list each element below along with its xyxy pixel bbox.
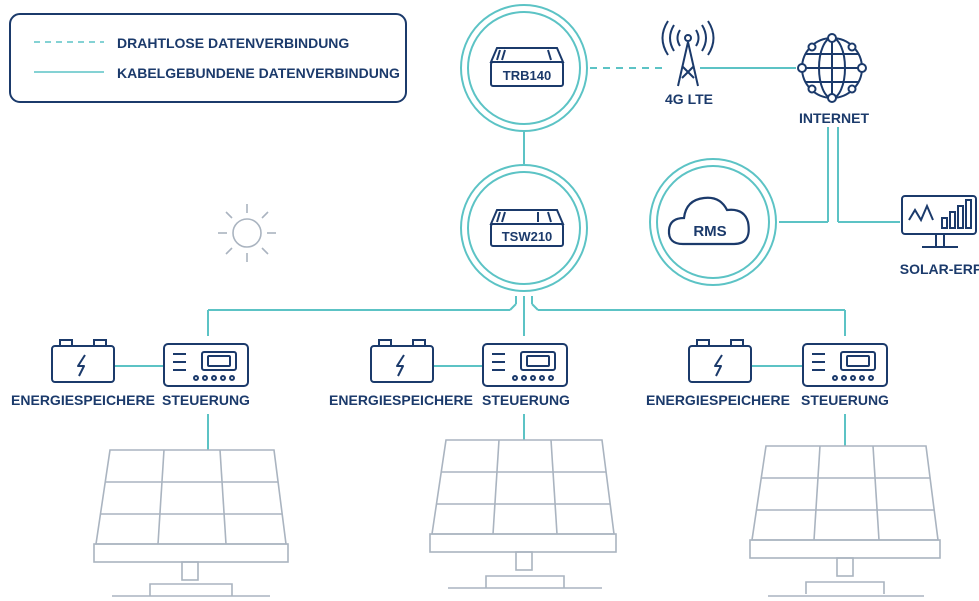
- group-1: ENERGIESPEICHERE STEUERUNG: [11, 339, 289, 597]
- switch-drop-left-bend: [509, 303, 517, 311]
- erp-node: SOLAR-ERP: [900, 195, 979, 277]
- rms-node: RMS: [649, 158, 777, 286]
- internet-label: INTERNET: [799, 110, 869, 126]
- controller-icon: [482, 343, 568, 387]
- erp-label: SOLAR-ERP: [900, 261, 979, 277]
- internet-node: INTERNET: [797, 33, 869, 126]
- router-label: TRB140: [503, 68, 551, 83]
- group-3: ENERGIESPEICHERE STEUERUNG: [646, 339, 941, 597]
- legend-box: [9, 13, 407, 103]
- legend: DRAHTLOSE DATENVERBINDUNG KABELGEBUNDENE…: [9, 13, 407, 103]
- solar-panel-icon: [429, 439, 617, 589]
- switch-inner-ring: [467, 171, 581, 285]
- battery-icon: [51, 339, 115, 383]
- controller-icon: [163, 343, 249, 387]
- globe-nodes: [797, 33, 867, 103]
- switch-label: TSW210: [502, 229, 553, 244]
- monitor-chart-icon: [901, 195, 977, 248]
- storage-label: ENERGIESPEICHERE: [646, 392, 790, 408]
- switch-device-icon: [489, 209, 565, 247]
- switch-node: TSW210: [460, 164, 588, 292]
- rms-label: RMS: [693, 223, 726, 240]
- lte-node: 4G LTE: [661, 20, 715, 107]
- switch-drop-right-bend: [531, 303, 539, 311]
- legend-wired-label: KABELGEBUNDENE DATENVERBINDUNG: [117, 65, 400, 81]
- connections: [114, 67, 900, 450]
- legend-wireless-label: DRAHTLOSE DATENVERBINDUNG: [117, 35, 349, 51]
- sun-icon: [218, 204, 276, 262]
- cloud-icon: [667, 196, 750, 246]
- battery-icon: [688, 339, 752, 383]
- storage-label: ENERGIESPEICHERE: [329, 392, 473, 408]
- controller-label: STEUERUNG: [801, 392, 889, 408]
- lte-label: 4G LTE: [665, 91, 713, 107]
- battery-icon: [370, 339, 434, 383]
- group-2: ENERGIESPEICHERE STEUERUNG: [329, 339, 617, 589]
- solar-panel-icon: [749, 445, 941, 597]
- controller-label: STEUERUNG: [482, 392, 570, 408]
- solar-panel-icon: [93, 449, 289, 597]
- controller-icon: [802, 343, 888, 387]
- router-device-icon: [489, 47, 565, 87]
- controller-label: STEUERUNG: [162, 392, 250, 408]
- rms-inner-ring: [656, 165, 770, 279]
- storage-label: ENERGIESPEICHERE: [11, 392, 155, 408]
- router-node: TRB140: [460, 4, 588, 132]
- cell-tower-icon: [661, 20, 715, 87]
- router-inner-ring: [467, 11, 581, 125]
